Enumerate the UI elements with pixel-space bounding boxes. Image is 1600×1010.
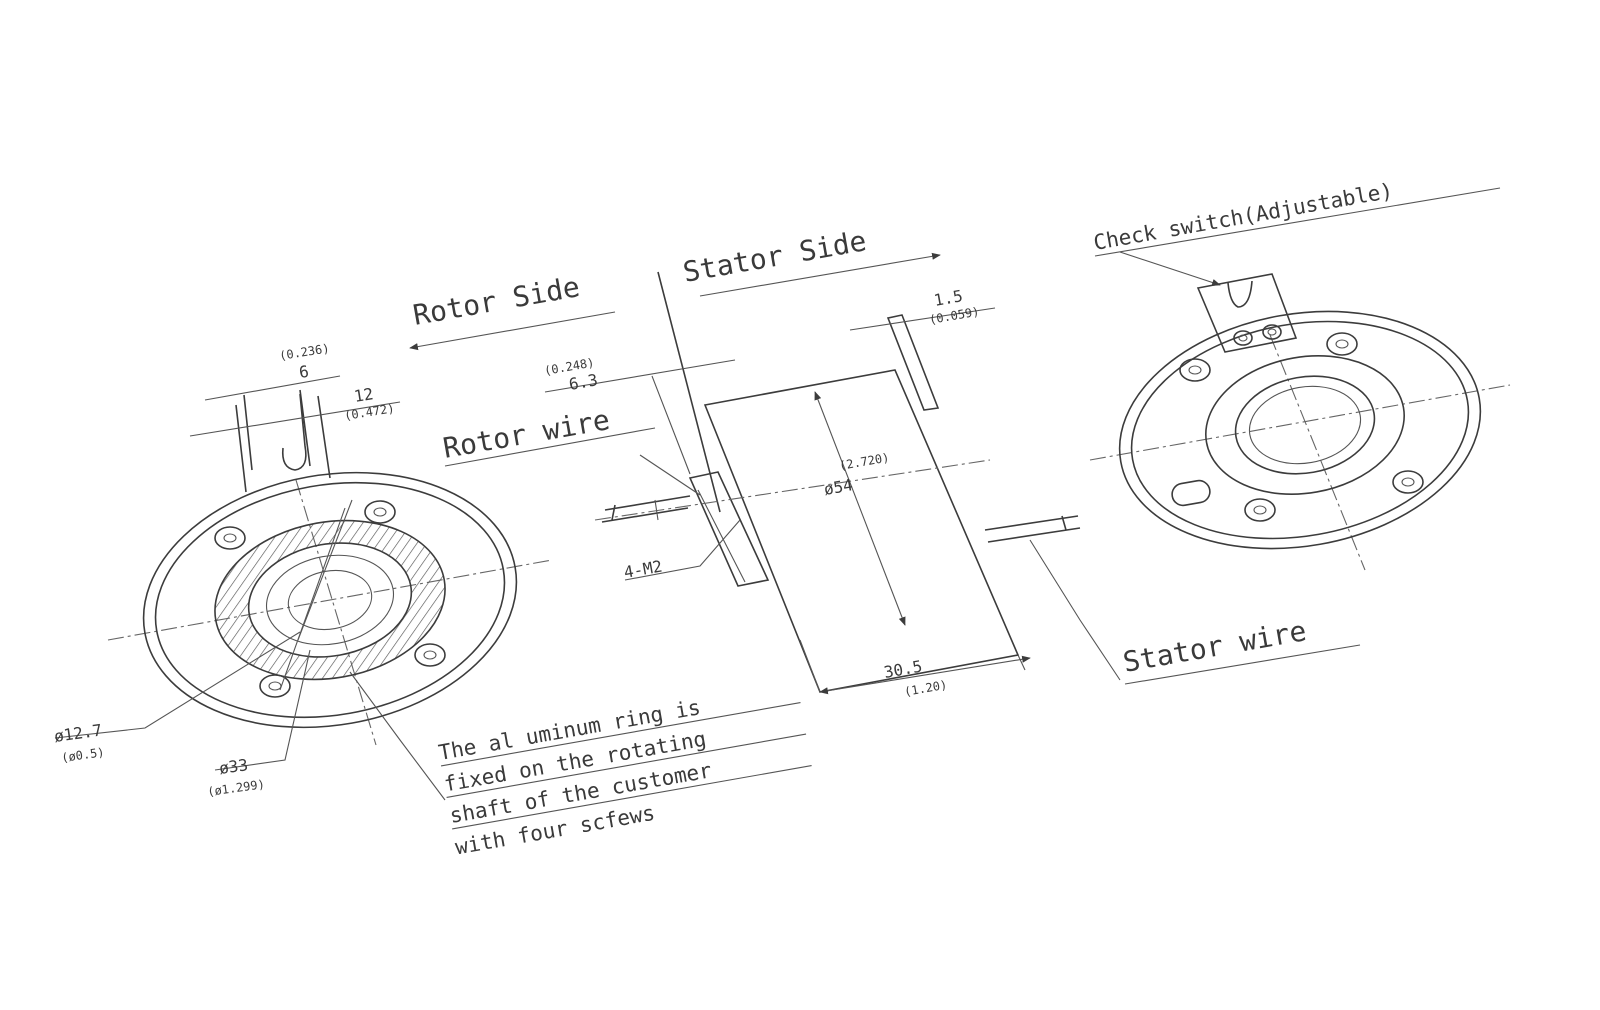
mount-hole [1179, 358, 1211, 382]
side-view: Rotor Side Stator Side Rotor wire 4-M2 S… [409, 224, 1361, 699]
dim-slot-height-in: (0.472) [343, 401, 395, 423]
dim-ring-mm: ø33 [218, 755, 249, 778]
dim-bore-mm: ø12.7 [53, 720, 103, 746]
dim-flange-mm: 6.3 [567, 370, 599, 394]
dim-length-in: (1.20) [903, 678, 948, 699]
rotor-face-view: (0.236) 6 12 (0.472) ø12.7 (ø0.5) ø33 (ø… [53, 341, 553, 801]
dim-length-mm: 30.5 [882, 657, 923, 682]
mount-hole [1244, 498, 1276, 522]
adjust-slot [1171, 479, 1211, 507]
stator-face-view: Check switch(Adjustable) [1089, 179, 1511, 571]
mount-hole [259, 674, 291, 698]
rotor-wire-label: Rotor wire [440, 403, 612, 465]
check-switch [1196, 273, 1298, 353]
mounting-note: The al uminum ring is fixed on the rotat… [437, 695, 812, 859]
dim-body-dia-mm: ø54 [822, 475, 854, 499]
dim-body-dia-in: (2.720) [838, 450, 890, 473]
dim-ring-in: (ø1.299) [206, 777, 265, 799]
dim-slot-width-mm: 6 [298, 362, 310, 382]
dim-plate-mm: 1.5 [932, 286, 964, 310]
dim-slot-height-mm: 12 [353, 384, 375, 406]
mount-hole [414, 643, 446, 667]
dim-bore-in: (ø0.5) [60, 745, 105, 765]
stator-side-label: Stator Side [680, 224, 868, 289]
mount-screw-label: 4-M2 [622, 557, 663, 582]
mount-hole [1326, 332, 1358, 356]
mount-hole [214, 526, 246, 550]
dim-slot-width-in: (0.236) [278, 341, 330, 363]
check-switch-label: Check switch(Adjustable) [1092, 179, 1395, 255]
mount-hole [364, 500, 396, 524]
mount-hole [1392, 470, 1424, 494]
